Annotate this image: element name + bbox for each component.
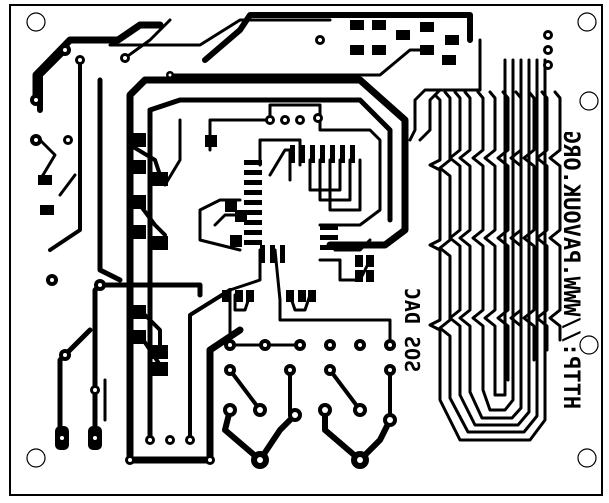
ic-pin [320, 225, 338, 230]
board-labels: HTTP://WWW.PAVOUK.ORG SOS DAC [400, 131, 583, 409]
ic-pin [244, 190, 262, 195]
ic-pin [350, 145, 355, 163]
ic-pin [270, 245, 275, 263]
ic-pin [280, 245, 285, 263]
ic-pin [260, 245, 265, 263]
through-hole-pads [30, 30, 553, 469]
ic-pin [244, 230, 262, 235]
ic-pin [330, 145, 335, 163]
ic-pin [244, 210, 262, 215]
ic-pin [290, 145, 295, 163]
ic-pin-row-left [244, 160, 262, 165]
connector-bus [408, 38, 562, 442]
board-outline [9, 4, 603, 496]
ic-pin [244, 180, 262, 185]
ic-pin [244, 240, 262, 245]
ic-pin [244, 200, 262, 205]
ic-pin [300, 145, 305, 163]
ic-pin [320, 245, 338, 250]
mounting-hole-top-right [577, 12, 597, 32]
ic-footprint [244, 145, 355, 263]
url-label: HTTP://WWW.PAVOUK.ORG [558, 131, 583, 409]
smd-pads [38, 20, 459, 376]
ic-pin [244, 170, 262, 175]
board-name-label: SOS DAC [400, 288, 424, 372]
mounting-hole-top-left [26, 12, 46, 32]
ic-pin [310, 145, 315, 163]
mounting-holes [26, 12, 599, 468]
mounting-hole-mid-right-2 [579, 335, 599, 355]
mounting-hole-mid-right [579, 91, 599, 111]
ic-pin [320, 145, 325, 163]
mounting-hole-bottom-right [577, 448, 597, 468]
mounting-hole-bottom-left [26, 448, 46, 468]
ic-pin [340, 145, 345, 163]
ic-pin [244, 220, 262, 225]
ic-pin [320, 235, 338, 240]
